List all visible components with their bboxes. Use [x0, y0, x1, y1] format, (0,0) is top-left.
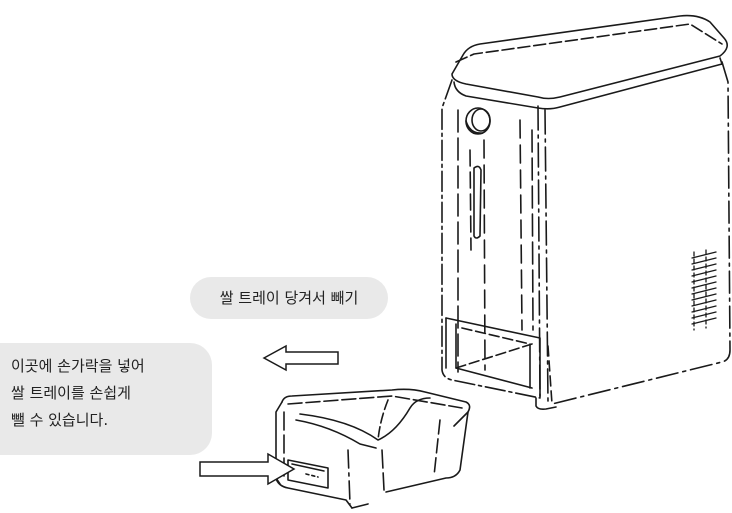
finger-tip-line-1: 이곳에 손가락을 넣어 [11, 357, 145, 375]
pull-direction-arrow [262, 344, 339, 372]
tray-cavity [445, 317, 553, 405]
finger-tip-line-2: 쌀 트레이를 손쉽게 [11, 384, 131, 402]
vent-grille [691, 249, 717, 331]
finger-tip-callout: 이곳에 손가락을 넣어 쌀 트레이를 손쉽게 뺄 수 있습니다. [0, 343, 212, 455]
pull-tray-label: 쌀 트레이 당겨서 빼기 [219, 289, 359, 307]
tray-rim [281, 388, 471, 427]
rice-tray [275, 388, 471, 509]
dispenser-lid [451, 14, 728, 100]
dispenser-body [441, 14, 731, 410]
tray-finger-grip [287, 459, 329, 489]
finger-tip-line-3: 뺄 수 있습니다. [11, 411, 109, 429]
pull-tray-callout: 쌀 트레이 당겨서 빼기 [190, 277, 388, 319]
finger-grip-arrow [199, 452, 296, 486]
